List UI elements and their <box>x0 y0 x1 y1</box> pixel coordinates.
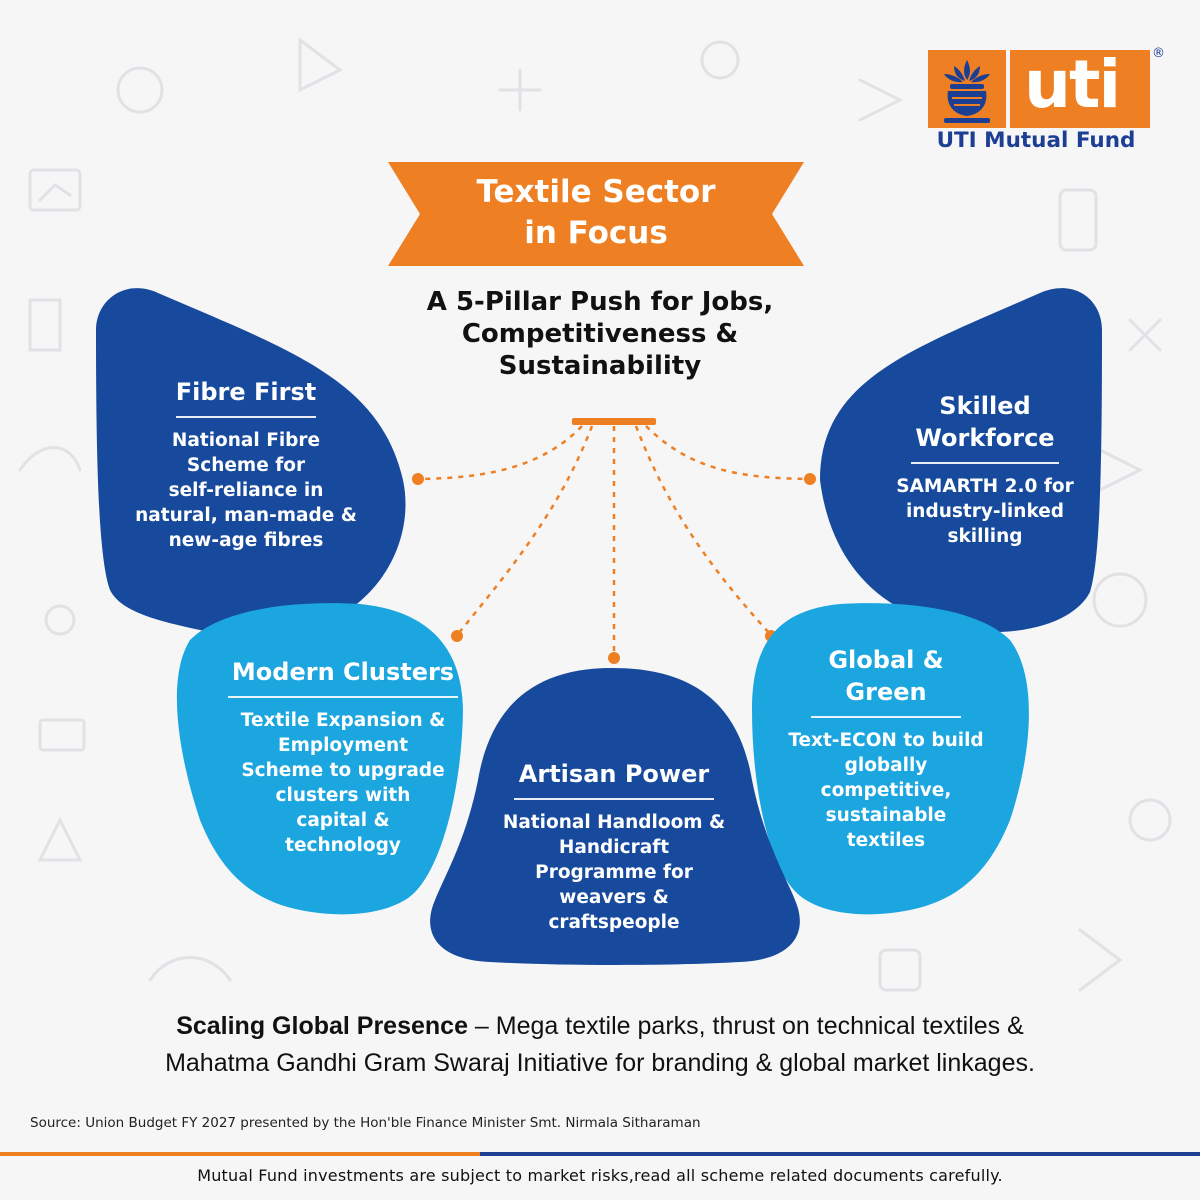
pillar-desc-global-green: Text-ECON to build globally competitive,… <box>756 728 1016 853</box>
pillar-divider <box>228 696 458 698</box>
footnote-line-1: Scaling Global Presence – Mega textile p… <box>60 1008 1140 1045</box>
disclaimer: Mutual Fund investments are subject to m… <box>197 1166 1003 1185</box>
pillar-global-green: Global & Green Text-ECON to build global… <box>756 644 1016 853</box>
connector-dot-fibre <box>412 473 424 485</box>
pillar-desc-fibre-first: National Fibre Scheme for self-reliance … <box>110 428 382 553</box>
pillar-title-modern-clusters: Modern Clusters <box>231 658 455 686</box>
pillar-modern-clusters: Modern Clusters Textile Expansion & Empl… <box>212 656 474 858</box>
title-line-1: Textile Sector <box>476 174 716 210</box>
pillar-shape-artisan-power <box>430 668 800 965</box>
desc-line: Scheme for <box>186 455 306 476</box>
logo-name: UTI Mutual Fund <box>936 128 1136 153</box>
registered-mark: ® <box>1152 46 1165 61</box>
desc-line: National Handloom & <box>502 812 726 833</box>
pillar-divider <box>176 416 316 418</box>
subtitle: A 5-Pillar Push for Jobs, Competitivenes… <box>340 286 860 382</box>
title-line-2: in Focus <box>524 215 668 251</box>
footnote-bold: Scaling Global Presence <box>176 1012 468 1040</box>
connector-lines <box>419 425 809 656</box>
desc-line: skilling <box>947 526 1023 547</box>
footnote-line-1-rest: – Mega textile parks, thrust on technica… <box>467 1012 1024 1040</box>
uti-logo: uti ® UTI Mutual Fund <box>918 46 1166 158</box>
connector-dot-skilled <box>804 473 816 485</box>
pillar-divider <box>911 462 1059 464</box>
title-line: Workforce <box>915 424 1055 452</box>
desc-line: self-reliance in <box>168 480 324 501</box>
desc-line: clusters with <box>275 785 411 806</box>
hub-bar <box>572 418 656 425</box>
subtitle-line-3: Sustainability <box>498 351 702 381</box>
pillar-title-skilled-workforce: Skilled Workforce <box>850 390 1120 454</box>
pillar-shape-global-green <box>752 603 1029 915</box>
pillar-divider <box>811 716 961 718</box>
pillar-desc-skilled-workforce: SAMARTH 2.0 for industry-linked skilling <box>850 474 1120 549</box>
pillar-shape-skilled-workforce <box>820 288 1102 632</box>
title-banner-shape <box>388 162 804 266</box>
kalash-icon <box>944 60 990 123</box>
pillar-divider <box>514 798 714 800</box>
pillar-desc-modern-clusters: Textile Expansion & Employment Scheme to… <box>212 708 474 858</box>
desc-line: weavers & <box>559 887 669 908</box>
desc-line: industry-linked <box>905 501 1065 522</box>
desc-line: globally <box>844 755 928 776</box>
subtitle-line-1: A 5-Pillar Push for Jobs, <box>426 287 774 317</box>
pillar-title-global-green: Global & Green <box>756 644 1016 708</box>
desc-line: SAMARTH 2.0 for <box>896 476 1074 497</box>
desc-line: craftspeople <box>548 912 680 933</box>
title-line: Green <box>845 678 927 706</box>
desc-line: National Fibre <box>171 430 321 451</box>
logo-wordmark-box: uti <box>1010 50 1150 128</box>
logo-icon-box <box>928 50 1006 128</box>
desc-line: competitive, <box>820 780 952 801</box>
bottom-divider <box>0 1152 1200 1156</box>
desc-line: Handicraft <box>558 837 670 858</box>
desc-line: new-age fibres <box>168 530 324 551</box>
footnote: Scaling Global Presence – Mega textile p… <box>60 1008 1140 1082</box>
desc-line: natural, man-made & <box>135 505 357 526</box>
pillar-shape-modern-clusters <box>176 603 464 915</box>
title-line: Global & <box>828 646 944 674</box>
connector-dot-artisan <box>608 652 620 664</box>
title-banner: Textile Sector in Focus <box>420 172 772 254</box>
source-note: Source: Union Budget FY 2027 presented b… <box>30 1115 701 1131</box>
desc-line: textiles <box>846 830 926 851</box>
desc-line: sustainable <box>825 805 947 826</box>
subtitle-line-2: Competitiveness & <box>461 319 739 349</box>
desc-line: Scheme to upgrade <box>241 760 445 781</box>
desc-line: technology <box>285 835 401 856</box>
pillar-artisan-power: Artisan Power National Handloom & Handic… <box>476 758 752 935</box>
desc-line: capital & <box>296 810 390 831</box>
desc-line: Programme for <box>535 862 693 883</box>
logo-wordmark: uti <box>1024 46 1121 123</box>
desc-line: Textile Expansion & <box>240 710 446 731</box>
title-line: Skilled <box>939 392 1031 420</box>
pillar-fibre-first: Fibre First National Fibre Scheme for se… <box>110 376 382 553</box>
desc-line: Employment <box>277 735 409 756</box>
connector-dot-clusters <box>451 630 463 642</box>
pillar-desc-artisan-power: National Handloom & Handicraft Programme… <box>476 810 752 935</box>
pillar-shape-fibre-first <box>96 288 406 637</box>
pillar-title-artisan-power: Artisan Power <box>518 760 710 788</box>
desc-line: Text-ECON to build <box>788 730 984 751</box>
pillar-skilled-workforce: Skilled Workforce SAMARTH 2.0 for indust… <box>850 390 1120 549</box>
pillar-title-fibre-first: Fibre First <box>175 378 317 406</box>
footnote-line-2: Mahatma Gandhi Gram Swaraj Initiative fo… <box>165 1049 1035 1077</box>
